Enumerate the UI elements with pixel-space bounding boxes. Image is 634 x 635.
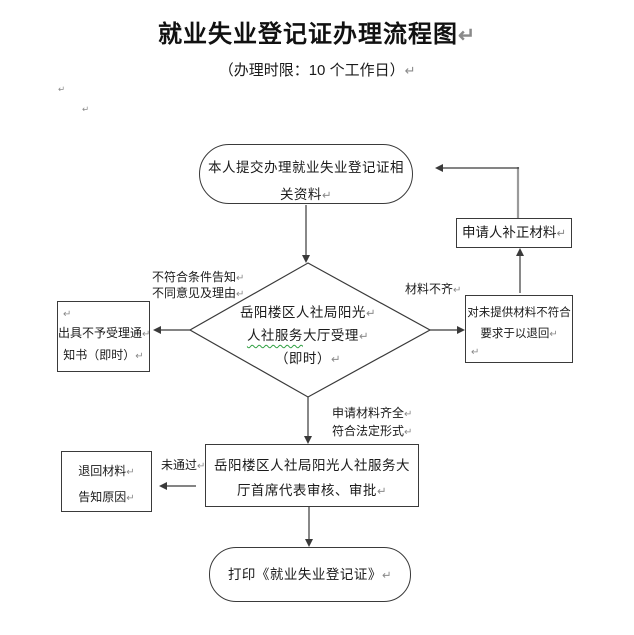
arrow-review-to-return (159, 482, 196, 490)
text-line: 岳阳楼区人社局阳光人社服务大 (214, 458, 410, 473)
text-line: 人社服务大厅受理↵ (208, 325, 408, 348)
review-approval-box: 岳阳楼区人社局阳光人社服务大 厅首席代表审核、审批↵ (205, 444, 419, 507)
arrow-decision-to-reject (153, 326, 190, 334)
page-title: 就业失业登记证办理流程图↵ (157, 21, 477, 48)
label-materials-incomplete: 材料不齐↵ (405, 282, 462, 296)
text-line: 知书（即时）↵ (63, 348, 144, 362)
text-line: 本人提交办理就业失业登记证相 (208, 160, 404, 175)
arrow-start-to-decision (302, 205, 310, 263)
arrow-incomplete-to-supplement (516, 248, 524, 293)
text-line: 不符合条件告知↵ (152, 270, 245, 284)
text-line: 退回材料↵ (78, 464, 135, 478)
text-line: 申请人补正材料↵ (461, 225, 567, 240)
text-line: 不同意见及理由↵ (152, 286, 245, 300)
text-line: 岳阳楼区人社局阳光↵ (239, 305, 377, 320)
text-line: 关资料↵ (279, 187, 333, 202)
text-line: 告知原因↵ (78, 490, 135, 504)
return-materials-box: 退回材料↵ 告知原因↵ (61, 451, 152, 512)
start-terminator: 本人提交办理就业失业登记证相 关资料↵ (199, 144, 413, 204)
arrow-supplement-to-start (435, 164, 520, 218)
text-line: 申请材料齐全↵ (332, 406, 413, 420)
label-not-qualified: 不符合条件告知↵ 不同意见及理由↵ (152, 270, 245, 302)
arrow-decision-to-review (304, 397, 312, 444)
end-terminator: 打印《就业失业登记证》↵ (209, 547, 411, 602)
label-materials-complete: 申请材料齐全↵ 符合法定形式↵ (332, 405, 413, 441)
reject-notice-box: ↵ 出具不予受理通↵ 知书（即时）↵ (57, 301, 151, 372)
text-line: 符合法定形式↵ (332, 424, 413, 438)
supplement-materials-box: 申请人补正材料↵ (456, 218, 572, 248)
text-line: 打印《就业失业登记证》↵ (227, 567, 393, 582)
text-line: 大厅受理↵ (302, 328, 370, 343)
text-line: 要求于以退回↵ (480, 328, 558, 340)
text-line: 对未提供材料不符合 (467, 307, 571, 319)
decision-text: 岳阳楼区人社局阳光↵ 人社服务大厅受理↵ （即时）↵ (208, 302, 408, 371)
paragraph-mark: ↵ (58, 84, 66, 94)
paragraph-mark: ↵ (63, 309, 72, 320)
paragraph-mark: ↵ (82, 104, 90, 114)
arrow-decision-to-incomplete (430, 326, 465, 334)
return-incomplete-box: 对未提供材料不符合 要求于以退回↵ ↵ (465, 295, 573, 363)
text-line: （即时）↵ (274, 351, 342, 366)
paragraph-mark: ↵ (471, 347, 480, 358)
spellcheck-underlined-text: 人社服务 (246, 328, 303, 343)
page-subtitle: （办理时限：10 个工作日）↵ (218, 62, 416, 79)
arrow-review-to-end (305, 507, 313, 547)
text-line: 厅首席代表审核、审批↵ (236, 483, 388, 498)
text-line: 出具不予受理通↵ (58, 326, 151, 340)
label-not-passed: 未通过↵ (161, 458, 206, 472)
